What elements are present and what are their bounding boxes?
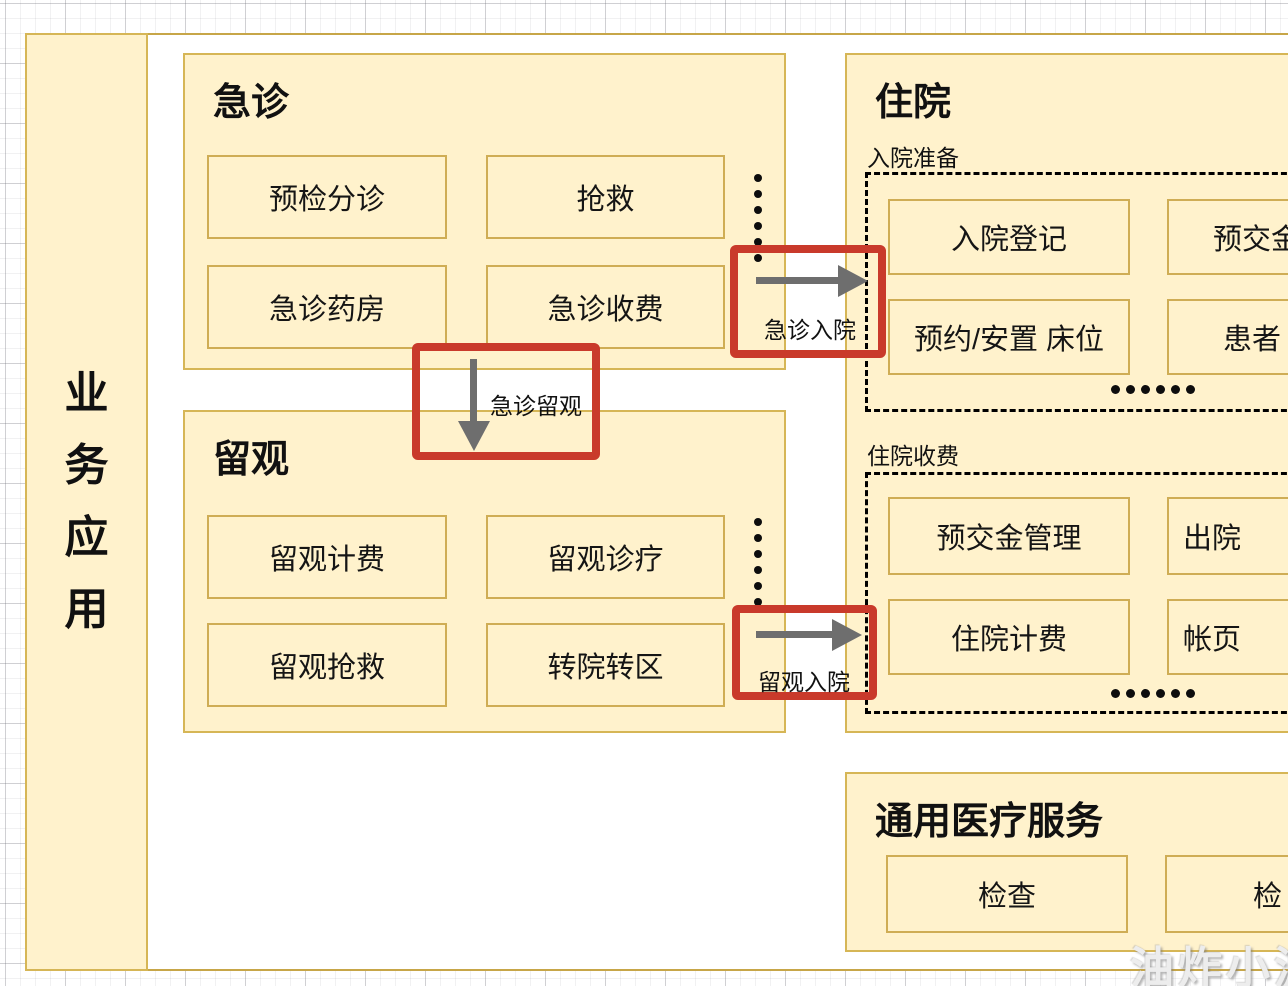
node-discharge-cut: 出院	[1167, 497, 1288, 575]
connector-emergency-to-inpatient: 急诊入院	[730, 245, 886, 358]
node-lab-cut: 检	[1165, 855, 1288, 933]
arrow-right-icon	[756, 277, 844, 284]
group-emergency: 急诊 预检分诊 抢救 急诊药房 急诊收费	[183, 53, 786, 370]
sidebar-char: 务	[64, 441, 109, 490]
more-dots-horizontal	[1111, 689, 1195, 698]
group-general-title: 通用医疗服务	[875, 801, 1104, 843]
node-admission-register: 入院登记	[888, 199, 1130, 275]
node-observation-billing: 留观计费	[207, 515, 447, 599]
section-label-admission-prep: 入院准备	[867, 145, 959, 171]
node-triage: 预检分诊	[207, 155, 447, 239]
connector-label: 留观入院	[758, 669, 850, 695]
node-prepayment-cut: 预交金	[1167, 199, 1288, 275]
sidebar-business-app: 业 务 应 用	[25, 33, 148, 971]
node-emergency-pharmacy: 急诊药房	[207, 265, 447, 349]
arrow-down-icon	[470, 359, 477, 423]
group-inpatient-title: 住院	[875, 82, 952, 124]
arrow-down-head-icon	[458, 421, 490, 451]
connector-emergency-to-observation: 急诊留观	[412, 343, 600, 460]
more-dots-vertical	[754, 174, 762, 262]
connector-label: 急诊留观	[490, 393, 582, 419]
node-inpatient-billing: 住院计费	[888, 599, 1130, 675]
sidebar-char: 业	[64, 369, 109, 418]
arrow-right-head-icon	[838, 265, 868, 297]
group-observation: 留观 留观计费 留观诊疗 留观抢救 转院转区	[183, 410, 786, 733]
more-dots-horizontal	[1111, 385, 1195, 394]
node-bed-booking: 预约/安置 床位	[888, 299, 1130, 375]
node-account-page-cut: 帐页	[1167, 599, 1288, 675]
arrow-right-head-icon	[832, 619, 862, 651]
group-emergency-title: 急诊	[213, 82, 290, 124]
node-patient-cut: 患者	[1167, 299, 1288, 375]
group-observation-title: 留观	[213, 439, 290, 481]
sidebar-char: 用	[64, 585, 109, 634]
arrow-right-icon	[756, 631, 838, 638]
node-emergency-billing: 急诊收费	[486, 265, 725, 349]
section-admission-prep: 入院登记 预交金 预约/安置 床位 患者	[865, 172, 1288, 412]
connector-observation-to-inpatient: 留观入院	[732, 605, 877, 700]
section-label-inpatient-billing: 住院收费	[867, 443, 959, 469]
section-inpatient-billing: 预交金管理 出院 住院计费 帐页	[865, 472, 1288, 714]
node-transfer: 转院转区	[486, 623, 725, 707]
node-prepayment-mgmt: 预交金管理	[888, 497, 1130, 575]
connector-label: 急诊入院	[764, 317, 856, 343]
more-dots-vertical	[754, 518, 762, 606]
watermark: 油炸小波	[1130, 944, 1288, 986]
sidebar-char: 应	[64, 513, 109, 562]
node-observation-treatment: 留观诊疗	[486, 515, 725, 599]
group-inpatient: 住院 入院准备 入院登记 预交金 预约/安置 床位 患者 住院收费 预交金管理 …	[845, 53, 1288, 733]
node-examination: 检查	[886, 855, 1128, 933]
node-rescue: 抢救	[486, 155, 725, 239]
node-observation-rescue: 留观抢救	[207, 623, 447, 707]
group-general-services: 通用医疗服务 检查 检	[845, 772, 1288, 952]
